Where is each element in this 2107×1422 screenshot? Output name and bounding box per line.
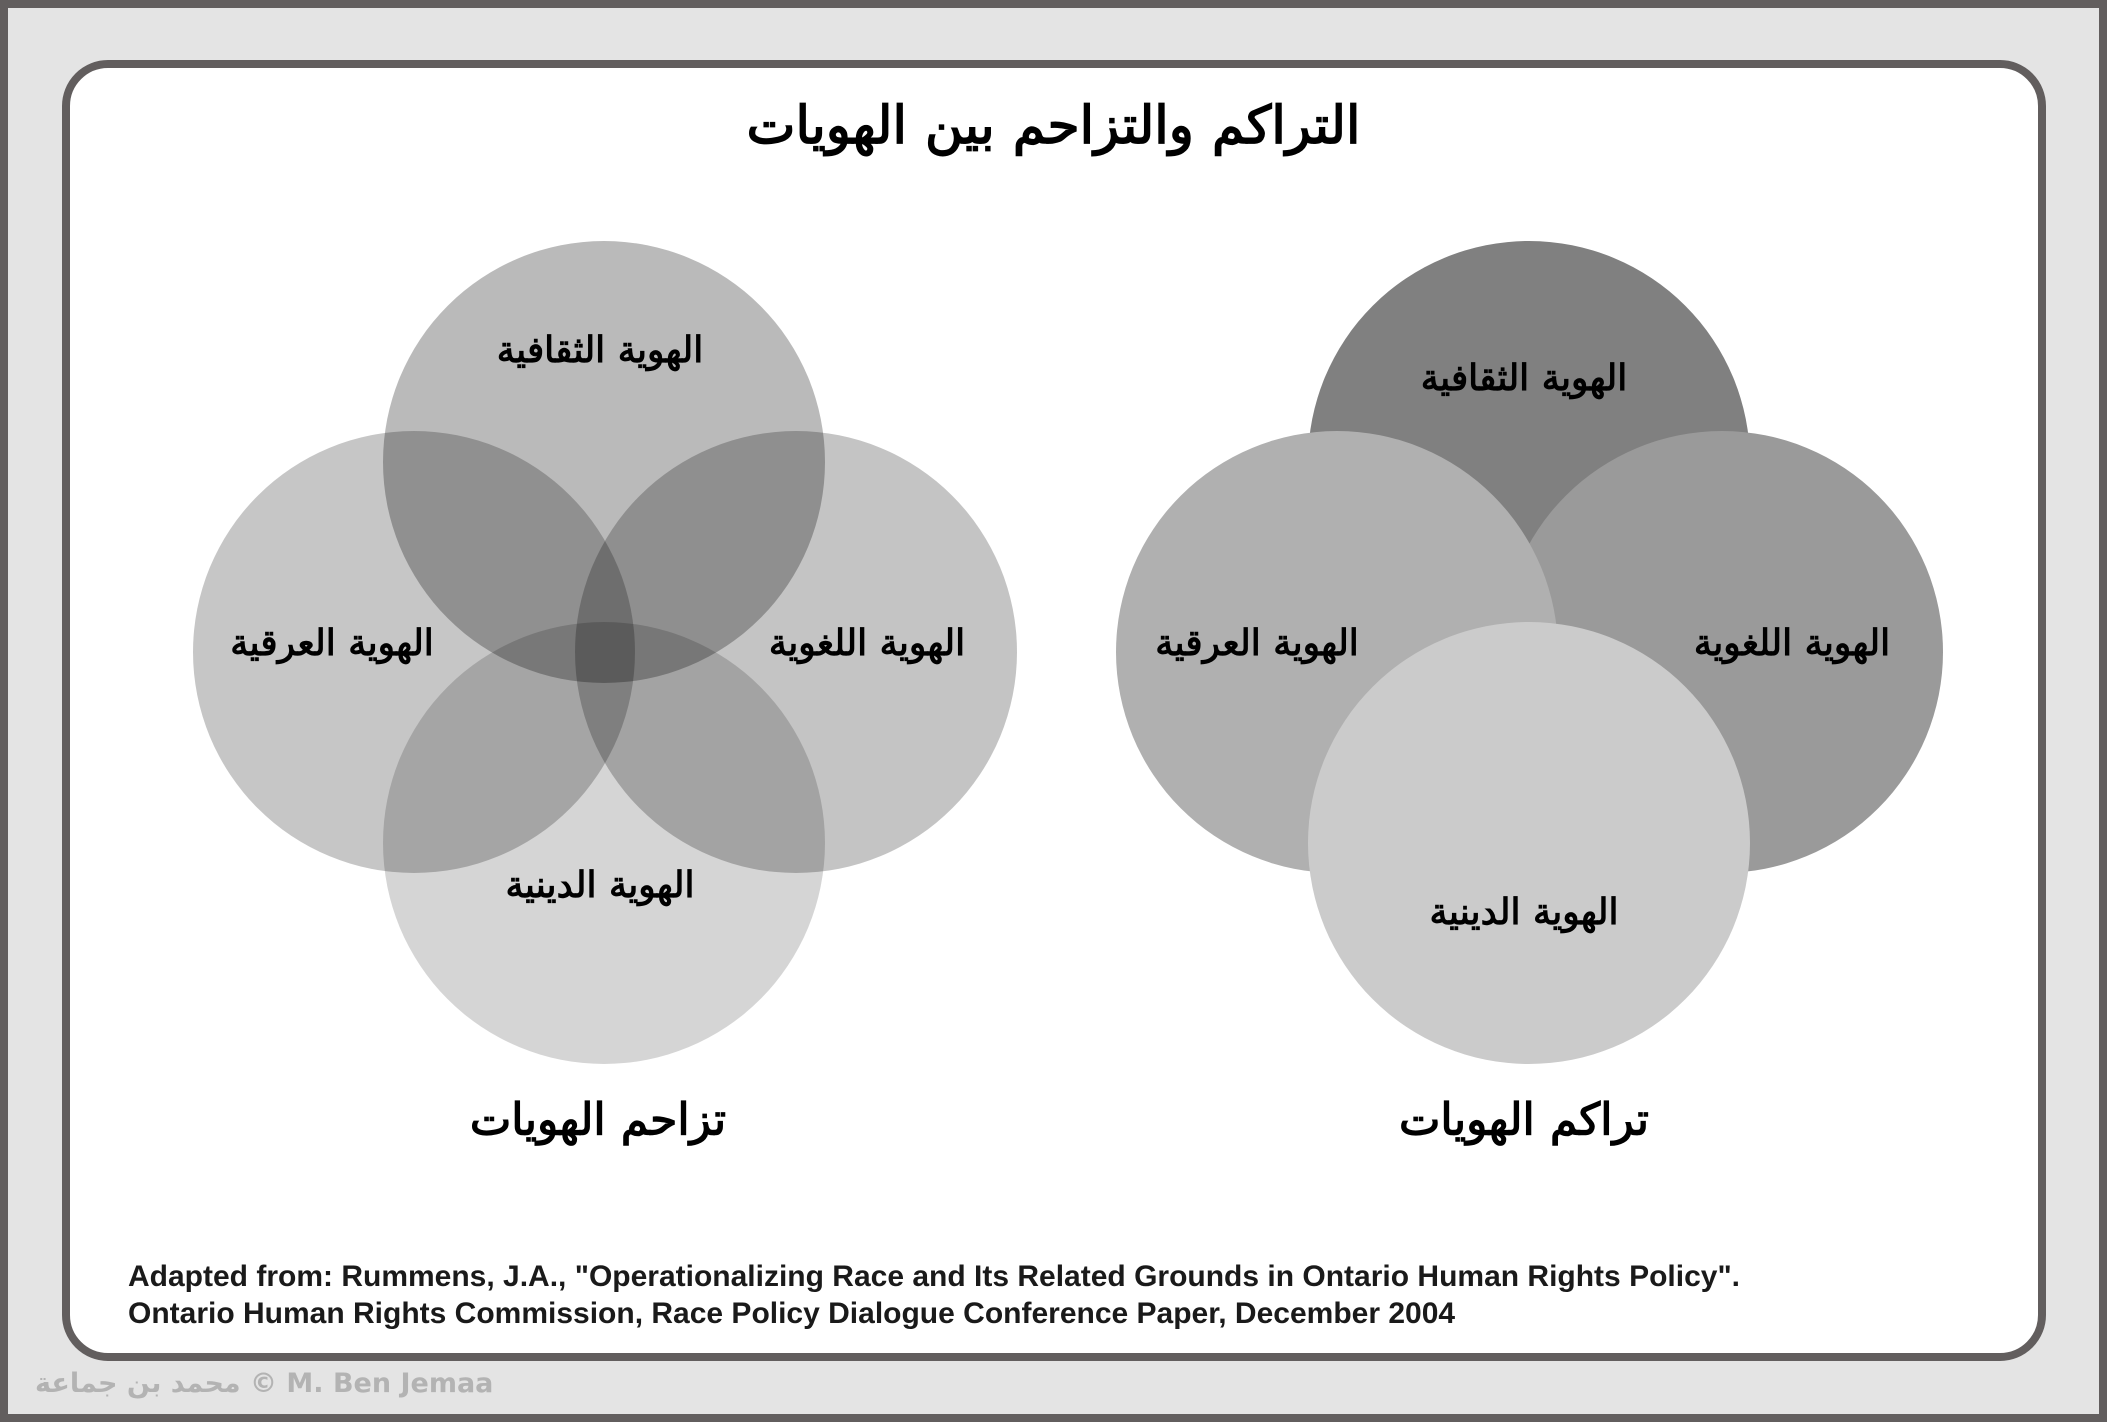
overlap-diagram xyxy=(193,241,1017,1064)
accumulation-label-ethnic: الهوية العرقية xyxy=(1155,622,1359,664)
stack-circle-religious xyxy=(1308,622,1750,1064)
overlap-label-linguistic: الهوية اللغوية xyxy=(768,622,966,664)
copyright-watermark: محمد بن جماعة © M. Ben Jemaa xyxy=(35,1368,494,1399)
overlap-circle-religious xyxy=(383,622,825,1064)
accumulation-label-cultural: الهوية الثقافية xyxy=(1420,357,1628,399)
accumulation-label-linguistic: الهوية اللغوية xyxy=(1693,622,1891,664)
overlap-circle-cultural xyxy=(383,241,825,683)
accumulation-diagram xyxy=(1116,241,1943,1064)
overlap-label-ethnic: الهوية العرقية xyxy=(230,622,434,664)
overlap-circle-ethnic xyxy=(193,431,635,873)
citation: Adapted from: Rummens, J.A., "Operationa… xyxy=(128,1258,2008,1332)
citation-line-1: Adapted from: Rummens, J.A., "Operationa… xyxy=(128,1260,1741,1293)
overlap-label-religious: الهوية الدينية xyxy=(505,864,695,906)
accumulation-label-religious: الهوية الدينية xyxy=(1429,891,1619,933)
overlap-caption: تزاحم الهويات xyxy=(469,1094,727,1146)
citation-line-2: Ontario Human Rights Commission, Race Po… xyxy=(128,1297,1456,1330)
accumulation-caption: تراكم الهويات xyxy=(1398,1094,1650,1146)
diagram-title: التراكم والتزاحم بين الهويات xyxy=(746,95,1361,156)
overlap-circle-linguistic xyxy=(575,431,1017,873)
overlap-label-cultural: الهوية الثقافية xyxy=(496,329,704,371)
